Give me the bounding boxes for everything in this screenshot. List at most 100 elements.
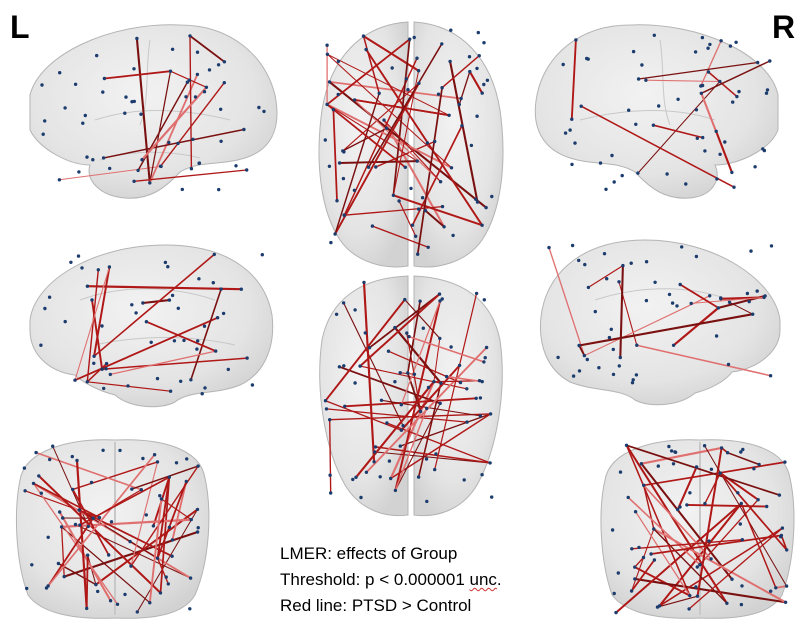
region-node	[727, 300, 732, 304]
connection-line	[324, 298, 406, 402]
region-node	[699, 84, 703, 88]
connection-line	[45, 453, 156, 589]
region-node	[132, 67, 136, 71]
region-node	[136, 168, 140, 173]
region-node	[89, 480, 94, 485]
connection-line	[399, 413, 492, 447]
region-node	[725, 451, 730, 455]
region-node	[636, 171, 640, 175]
region-node	[85, 284, 90, 288]
region-node	[468, 69, 472, 74]
brain-nodes	[323, 280, 494, 504]
region-node	[107, 553, 111, 557]
connection-line	[404, 299, 441, 339]
region-node	[176, 141, 180, 146]
region-node	[398, 444, 402, 448]
region-node	[410, 223, 415, 227]
connection-line	[32, 482, 101, 519]
region-node	[195, 72, 200, 77]
region-node	[189, 517, 193, 522]
connection-line	[653, 528, 728, 604]
region-node	[735, 94, 739, 99]
region-node	[204, 85, 209, 90]
region-node	[92, 354, 96, 358]
brain-left-medial-view	[29, 244, 274, 408]
connection-line	[637, 61, 759, 80]
connection-line	[329, 419, 332, 494]
region-node	[406, 88, 410, 92]
region-node	[730, 170, 734, 175]
region-node	[361, 34, 366, 38]
connection-line	[627, 496, 701, 566]
region-node	[387, 459, 392, 463]
region-node	[81, 121, 85, 125]
region-node	[439, 381, 443, 385]
region-node	[343, 404, 347, 408]
region-node	[433, 139, 437, 144]
region-node	[610, 528, 615, 532]
region-node	[725, 601, 729, 605]
region-node	[221, 311, 226, 316]
region-node	[102, 76, 107, 81]
region-node	[242, 127, 246, 132]
region-node	[415, 159, 419, 163]
region-node	[719, 297, 723, 301]
connection-line	[406, 372, 422, 413]
brain-left-lateral-view	[29, 24, 278, 199]
region-node	[323, 138, 327, 142]
region-node	[480, 473, 484, 477]
connection-line	[74, 266, 110, 381]
region-node	[475, 114, 479, 118]
region-node	[69, 260, 73, 264]
region-node	[176, 306, 180, 310]
region-node	[130, 487, 134, 491]
region-node	[141, 301, 145, 305]
region-node	[768, 374, 773, 378]
region-node	[362, 280, 366, 285]
region-node	[451, 233, 455, 238]
region-node	[217, 187, 221, 192]
region-node	[83, 113, 88, 118]
region-node	[700, 35, 705, 40]
region-node	[22, 466, 27, 470]
region-node	[403, 165, 407, 169]
connection-line	[159, 476, 171, 594]
region-node	[695, 136, 699, 140]
region-node	[219, 287, 223, 291]
region-node	[718, 152, 722, 156]
connection-line	[640, 446, 723, 465]
region-node	[423, 208, 428, 213]
region-node	[61, 516, 65, 520]
region-node	[577, 258, 581, 263]
region-node	[159, 164, 163, 169]
connection-edges	[324, 281, 492, 494]
region-node	[363, 331, 367, 335]
region-node	[399, 428, 404, 432]
region-node	[211, 281, 215, 285]
region-node	[714, 129, 718, 133]
connection-line	[583, 295, 711, 357]
caption-threshold-value: Threshold: p < 0.000001	[280, 570, 470, 589]
region-node	[676, 507, 680, 512]
region-node	[436, 92, 441, 96]
caption-threshold: Threshold: p < 0.000001 unc.	[280, 567, 502, 593]
region-node	[678, 505, 682, 509]
region-node	[197, 161, 202, 165]
region-node	[570, 162, 574, 167]
region-node	[421, 326, 425, 330]
region-node	[329, 240, 333, 245]
region-node	[768, 59, 772, 63]
connection-line	[57, 562, 97, 586]
connection-line	[580, 105, 735, 188]
region-node	[195, 50, 200, 54]
region-node	[416, 69, 421, 73]
region-node	[641, 555, 646, 560]
region-node	[196, 464, 200, 468]
region-node	[184, 95, 188, 99]
region-node	[728, 44, 733, 48]
connection-line	[578, 313, 754, 347]
region-node	[148, 601, 152, 605]
region-node	[46, 584, 50, 588]
connection-line	[326, 103, 407, 169]
region-node	[234, 164, 238, 168]
